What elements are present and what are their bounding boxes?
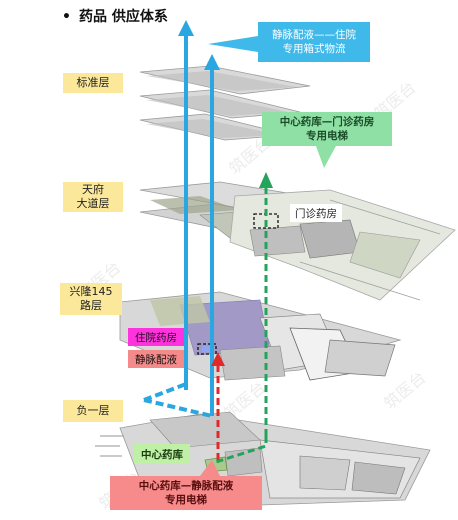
- inpatient-pharmacy-label: 住院药房: [128, 328, 184, 346]
- outpatient-pharmacy-label: 门诊药房: [290, 204, 342, 222]
- central-to-iv-callout: 中心药库—静脉配液 专用电梯: [138, 480, 234, 506]
- title-text: 药品 供应体系: [78, 9, 168, 25]
- floor-label-standard: 标准层: [63, 73, 123, 93]
- watermark-text: 筑医台: [380, 368, 429, 413]
- iv-to-inpatient-callout: 静脉配液——住院 专用箱式物流: [272, 29, 356, 55]
- central-pharmacy-label: 中心药库: [134, 444, 190, 464]
- floor-label-basement: 负一层: [63, 400, 123, 422]
- xinglong-floor-plan: [119, 291, 402, 381]
- blue-flow-path: [143, 20, 220, 418]
- green-callout-shape: [262, 112, 392, 168]
- bullet: •: [62, 9, 71, 25]
- red-callout-shape: [110, 460, 262, 510]
- central-to-outpatient-callout: 中心药库—门诊药房 专用电梯: [279, 116, 375, 142]
- floor-label-tianfu: 天府 大道层: [63, 182, 123, 212]
- floor-label-xinglong: 兴隆145 路层: [60, 283, 122, 315]
- red-flow-path: [211, 352, 225, 460]
- iv-compounding-label: 静脉配液: [128, 350, 184, 368]
- blue-callout-shape: [208, 22, 370, 62]
- green-flow-path: [215, 172, 273, 464]
- page-title: • 药品 供应体系: [62, 6, 168, 26]
